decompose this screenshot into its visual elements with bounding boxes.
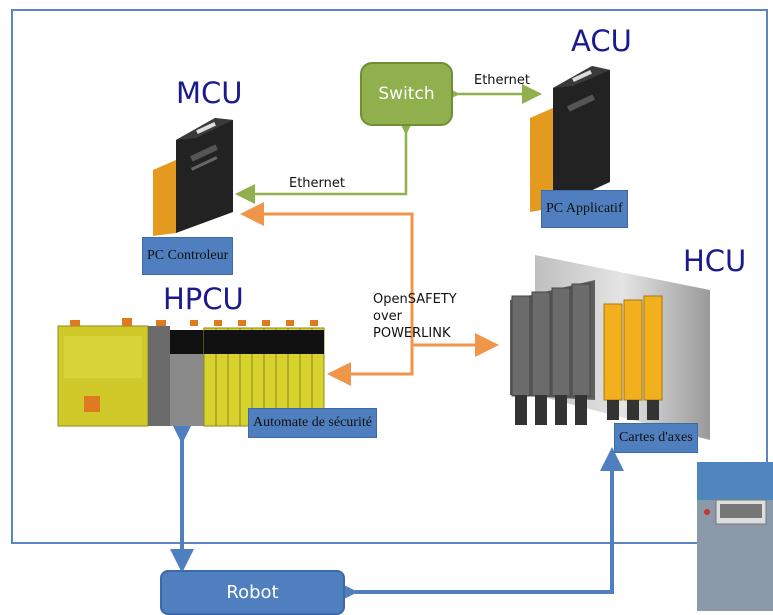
opensafety-label: OpenSAFETY over POWERLINK: [373, 291, 457, 342]
ethernet-label-switch-acu: Ethernet: [474, 73, 530, 88]
mcu-title: MCU: [176, 76, 243, 110]
hcu-caption: Cartes d'axes: [614, 423, 698, 453]
acu-title: ACU: [571, 24, 632, 58]
switch-node: Switch: [360, 62, 453, 126]
acu-device: [530, 66, 610, 212]
safety-link-mcu: [240, 202, 414, 345]
acu-caption: PC Applicatif: [541, 190, 628, 228]
hcu-title: HCU: [683, 244, 747, 278]
hpcu-caption: Automate de sécurité: [248, 408, 377, 438]
ethernet-label-mcu-switch: Ethernet: [289, 176, 345, 191]
opensafety-line-3: POWERLINK: [373, 326, 451, 341]
opensafety-line-2: over: [373, 309, 402, 324]
mcu-caption: PC Controleur: [142, 237, 234, 275]
hpcu-title: HPCU: [163, 282, 244, 316]
cabinet-device: [697, 462, 773, 611]
safety-link-hpcu: [327, 345, 414, 386]
robot-node: Robot: [160, 570, 345, 615]
robot-link-hcu: [334, 447, 624, 604]
ethernet-link-mcu-switch: [235, 115, 416, 204]
mcu-device: [153, 118, 233, 236]
opensafety-line-1: OpenSAFETY: [373, 292, 457, 307]
hpcu-device: [57, 318, 325, 427]
hcu-device: [510, 255, 710, 440]
